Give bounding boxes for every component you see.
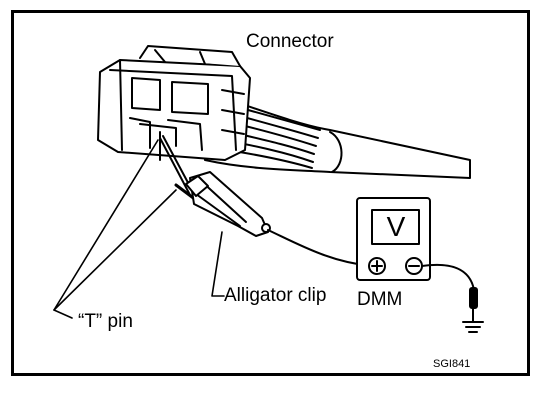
leader-line-tpin: [53, 139, 159, 319]
connector-body: [97, 45, 251, 161]
probe-tip: [469, 287, 478, 323]
t-pin-label: “T” pin: [78, 311, 133, 332]
leader-line-clip: [211, 231, 225, 297]
connector-label: Connector: [246, 31, 334, 52]
dmm-display: V: [386, 211, 406, 242]
figure-code: SGI841: [433, 358, 471, 370]
leader-line-tpin-2: [53, 189, 177, 311]
plus-terminal-icon: [368, 257, 386, 275]
diagram-frame: [11, 10, 530, 376]
dmm-label: DMM: [357, 289, 403, 310]
ground-symbol-icon: [462, 321, 484, 333]
test-lead-negative: [421, 263, 475, 291]
minus-terminal-icon: [405, 257, 423, 275]
wire-harness: [199, 89, 471, 179]
alligator-clip: [185, 171, 271, 237]
alligator-clip-label: Alligator clip: [224, 285, 327, 306]
